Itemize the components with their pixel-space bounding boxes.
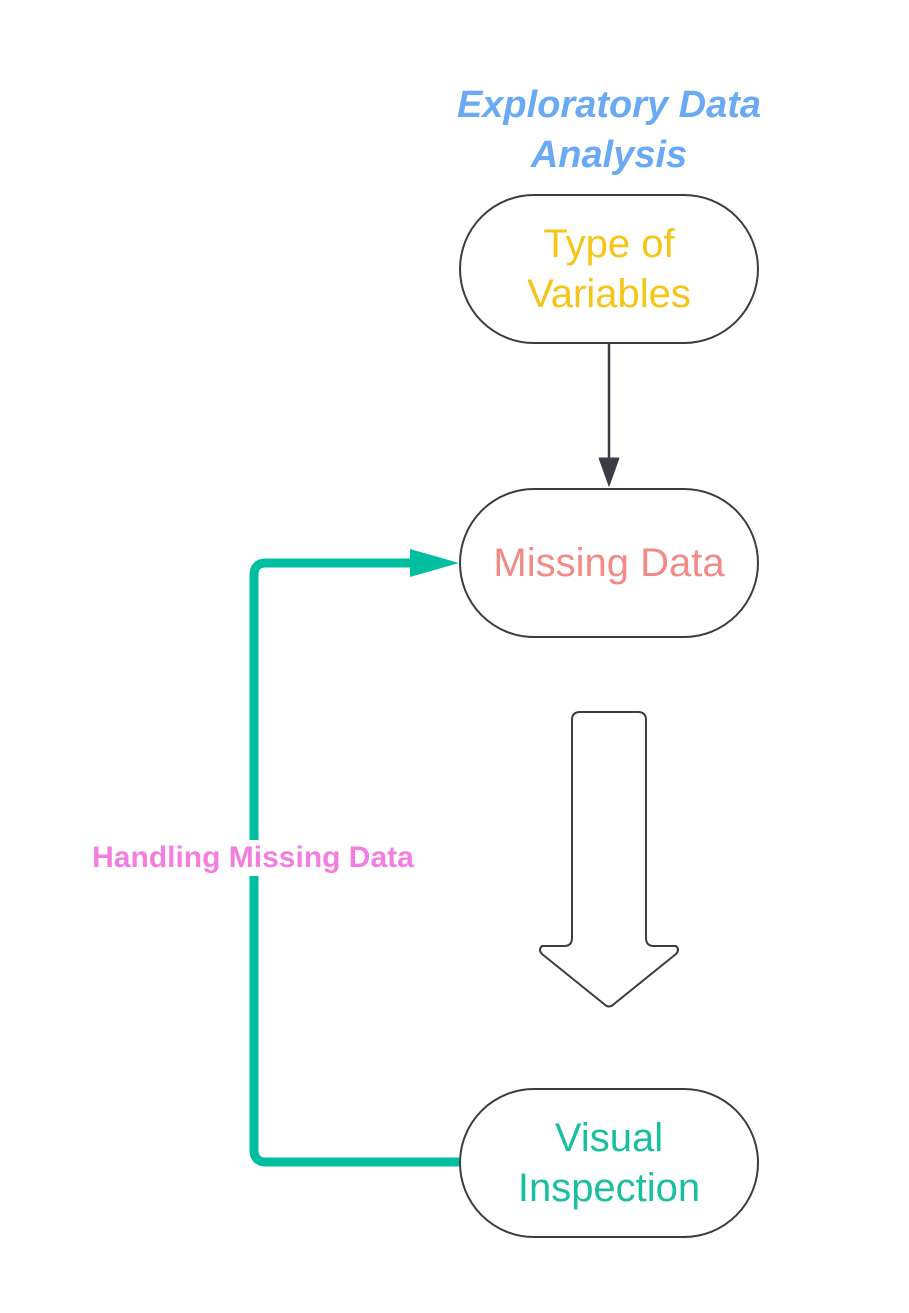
node-visual-inspection: Visual Inspection — [459, 1088, 759, 1238]
node-label: Type of Variables — [527, 222, 691, 316]
block-arrow-missing-to-visual — [539, 711, 679, 1008]
loop-arrow-head — [410, 549, 459, 577]
node-label: Visual Inspection — [517, 1116, 701, 1210]
loop-edge-label: Handling Missing Data — [70, 840, 436, 876]
diagram-title: Exploratory Data Analysis — [456, 84, 762, 176]
arrow-type-to-missing-head — [598, 457, 620, 487]
node-label: Missing Data — [493, 541, 725, 585]
node-missing-data: Missing Data — [459, 488, 759, 638]
node-type-of-variables: Type of Variables — [459, 194, 759, 344]
